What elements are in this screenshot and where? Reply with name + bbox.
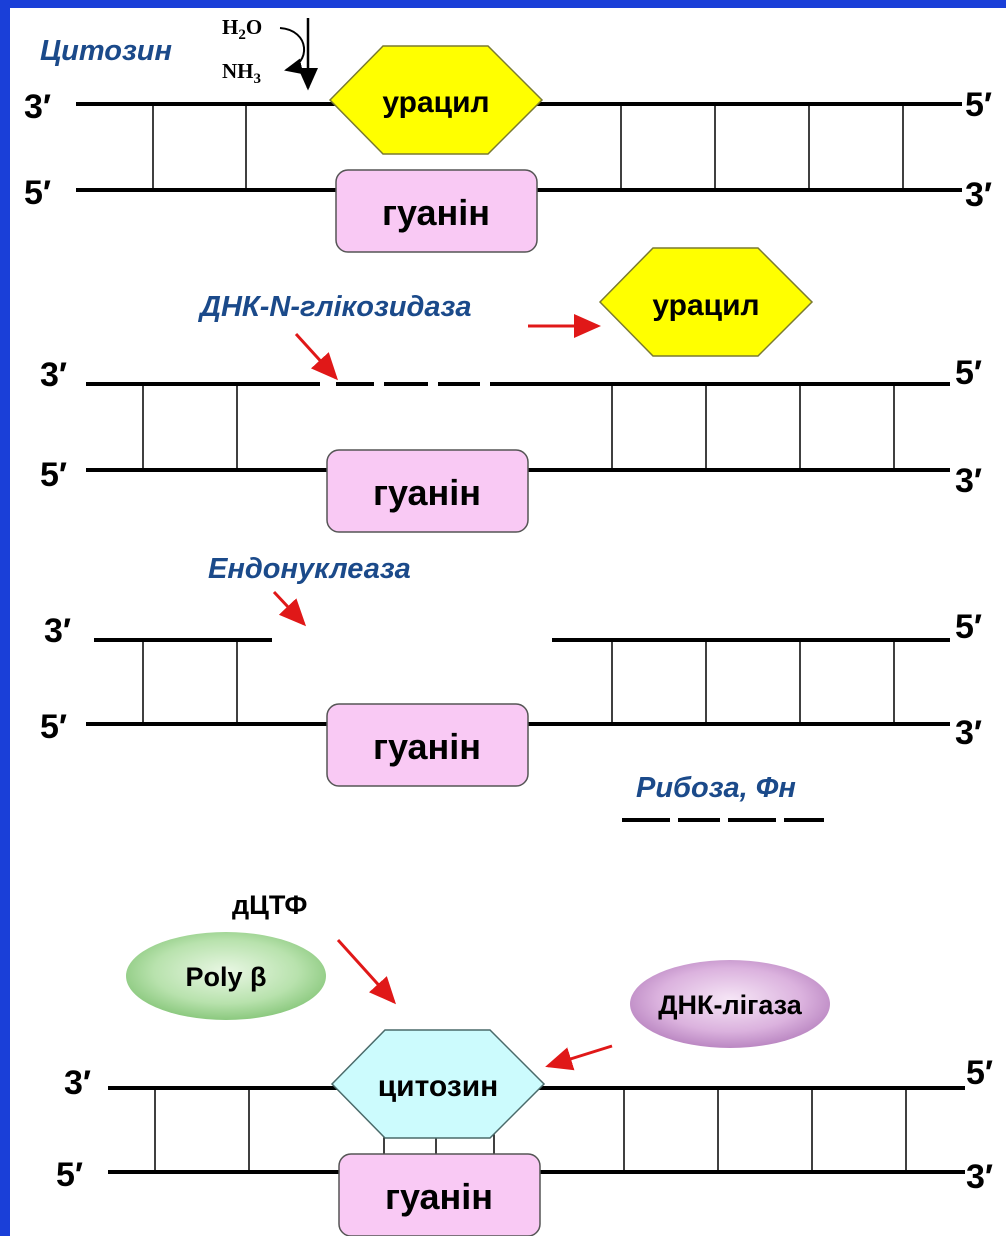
strand-end-3-left: 3′	[44, 612, 71, 650]
dctp-arrow	[336, 938, 397, 1005]
base-pair-rungs	[152, 104, 904, 190]
h2o-label: H2O	[222, 15, 262, 43]
strand-end-5-right: 5′	[965, 86, 992, 124]
base-pair-rungs	[142, 640, 895, 724]
released-uracil-hexagon	[598, 247, 814, 357]
guanine-box	[326, 449, 529, 533]
ligase-label: ДНК-лігаза	[658, 990, 803, 1020]
svg-text:NH3: NH3	[222, 59, 261, 87]
dna-repair-diagram: Цитозин H2O NH3 3′ 5′ 5′ 3′ урацил гуані…	[24, 15, 993, 1236]
uracil-hexagon	[328, 45, 544, 155]
guanine-box	[335, 169, 538, 253]
strand-end-5-right: 5′	[955, 354, 982, 392]
cytosine-label: Цитозин	[40, 35, 172, 67]
endonuclease-label: Ендонуклеаза	[208, 553, 411, 585]
strand-end-5-left: 5′	[40, 456, 67, 494]
strand-end-5-left: 5′	[24, 174, 51, 212]
ligase-arrow	[545, 1044, 613, 1071]
released-uracil-label: урацил	[652, 289, 759, 322]
guanine-box	[338, 1153, 541, 1236]
panel-2-glycosidase: ДНК-N-глікозидаза урацил 3′ 5′ 5′ 3′ гуа…	[40, 247, 982, 533]
nh3-label: NH3	[222, 59, 261, 87]
glycosidase-arrow	[294, 332, 339, 381]
strand-end-5-left: 5′	[56, 1156, 83, 1194]
uracil-label: урацил	[382, 86, 489, 119]
guanine-box	[326, 703, 529, 787]
strand-end-5-left: 5′	[40, 708, 67, 746]
strand-end-5-right: 5′	[955, 608, 982, 646]
ribose-phosphate-label: Рибоза, Фн	[636, 772, 796, 804]
svg-text:H2O: H2O	[222, 15, 262, 43]
strand-end-3-right: 3′	[966, 1158, 993, 1196]
strand-end-3-right: 3′	[955, 714, 982, 752]
panel-1-deamination: Цитозин H2O NH3 3′ 5′ 5′ 3′ урацил гуані…	[24, 15, 992, 253]
dctp-label: дЦТФ	[232, 890, 307, 920]
strand-end-3-right: 3′	[955, 462, 982, 500]
guanine-label: гуанін	[385, 1176, 493, 1217]
guanine-label: гуанін	[373, 726, 481, 767]
diagram-canvas: Цитозин H2O NH3 3′ 5′ 5′ 3′ урацил гуані…	[10, 8, 1006, 1236]
strand-end-3-right: 3′	[965, 176, 992, 214]
guanine-label: гуанін	[382, 192, 490, 233]
polymerase-label: Poly β	[186, 962, 267, 992]
reaction-curve-arrow	[279, 27, 305, 75]
endonuclease-arrow	[272, 590, 307, 627]
strand-end-3-left: 3′	[24, 88, 51, 126]
base-pair-rungs	[154, 1088, 907, 1172]
base-pair-rungs	[142, 384, 895, 470]
guanine-label: гуанін	[373, 472, 481, 513]
cytosine-hexagon	[330, 1029, 546, 1139]
polymerase-ellipse	[126, 932, 326, 1020]
strand-end-5-right: 5′	[966, 1054, 993, 1092]
panel-3-endonuclease: Ендонуклеаза 3′ 5′ 5′ 3′ гуанін Рибоза, …	[40, 553, 982, 822]
panel-4-synthesis-ligation: дЦТФ Poly β ДНК-лігаза 3′ 5′ 5′ 3′ цитоз…	[56, 890, 993, 1236]
strand-end-3-left: 3′	[64, 1064, 91, 1102]
cytosine-label: цитозин	[378, 1070, 499, 1103]
glycosidase-label: ДНК-N-глікозидаза	[197, 291, 471, 323]
strand-end-3-left: 3′	[40, 356, 67, 394]
ligase-ellipse	[630, 960, 830, 1048]
